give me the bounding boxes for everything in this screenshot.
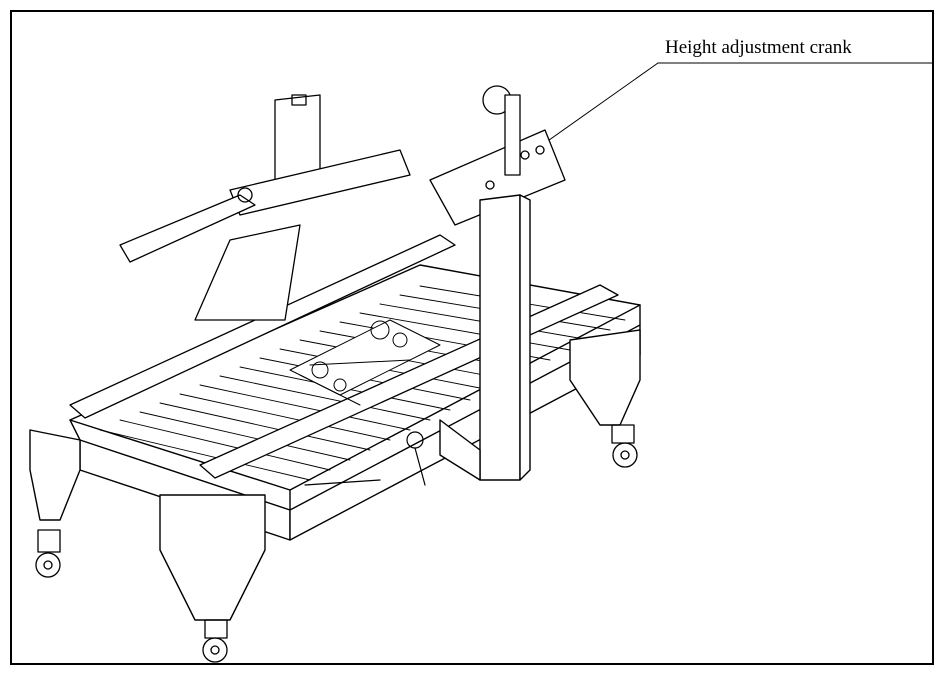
front-gantry-pillar — [439, 194, 531, 481]
callout-label-height-adjustment-crank: Height adjustment crank — [665, 37, 852, 58]
top-arm-assembly — [119, 149, 411, 321]
side-crank-handle — [304, 431, 426, 486]
tape-head-mechanism — [289, 319, 441, 406]
upper-tape-head — [429, 85, 566, 226]
front-legs — [29, 329, 641, 621]
caster-wheels — [35, 424, 638, 663]
callout-leader-line — [534, 62, 934, 151]
